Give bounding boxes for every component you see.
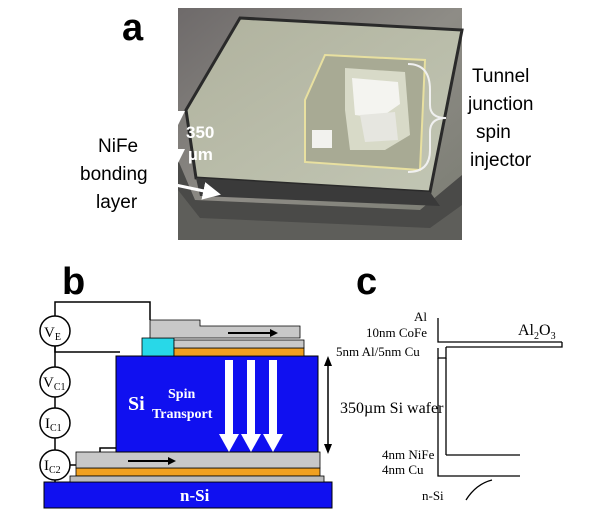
si-label: Si: [128, 393, 145, 415]
small-pad: [312, 130, 332, 148]
wafer-thickness-arrow: [324, 356, 332, 454]
meter-ic2: IC2: [39, 449, 71, 481]
panel-a: a 350 µm NiFe bonding: [80, 7, 534, 240]
chip-photo: [151, 8, 464, 240]
tunnel-label-line3: spin: [476, 122, 511, 143]
svg-text:IC2: IC2: [44, 458, 61, 476]
panel-a-label: a: [122, 7, 144, 49]
layer-al2o3: Al2O3: [518, 322, 556, 342]
top-gray-mid: [173, 339, 305, 349]
panel-c-label: c: [356, 261, 377, 303]
top-gray-electrode: [149, 319, 301, 339]
layer-wafer: 350µm Si wafer: [340, 400, 444, 417]
svg-text:IC1: IC1: [45, 416, 62, 434]
bottom-orange-layer: [75, 467, 321, 477]
panel-c: c Al 10nm CoFe Al2O3 5nm Al/5nm Cu 350µm…: [324, 261, 563, 503]
injector-bracket: [407, 63, 447, 173]
nife-label-line3: layer: [96, 192, 138, 213]
injector-pad: [352, 78, 400, 118]
nife-label-line2: bonding: [80, 164, 148, 185]
spin-label: Spin: [168, 387, 195, 402]
layer-cu: 4nm Cu: [382, 462, 424, 477]
nife-label-line1: NiFe: [98, 136, 138, 157]
meter-vc1: VC1: [39, 366, 71, 398]
tunnel-label-line2: junction: [467, 94, 534, 115]
nsi-label: n-Si: [180, 486, 210, 505]
bottom-arrow-head: [168, 457, 176, 465]
spin-transport-arrows: [219, 360, 283, 452]
top-arrow-head: [270, 329, 278, 337]
tunnel-label-line4: injector: [470, 150, 532, 171]
bottom-gray-base: [69, 475, 325, 483]
nife-pointer: [151, 178, 221, 200]
top-orange-layer: [173, 347, 305, 357]
panel-b: b VE VC1 IC1 IC2: [39, 261, 333, 509]
layer-nife: 4nm NiFe: [382, 447, 435, 462]
meter-ve: VE: [39, 315, 71, 347]
meter-ic1: IC1: [39, 407, 71, 439]
svg-text:VE: VE: [44, 325, 61, 343]
layer-cofe: 10nm CoFe: [366, 325, 427, 340]
bottom-gray-layer: [75, 451, 321, 469]
scale-value: 350: [186, 123, 214, 142]
scale-unit: µm: [188, 145, 213, 164]
layer-al: Al: [414, 309, 427, 324]
transport-label: Transport: [152, 407, 213, 422]
layer-nsi: n-Si: [422, 488, 444, 503]
svg-text:VC1: VC1: [43, 375, 66, 393]
panel-b-label: b: [62, 261, 85, 303]
layer-stack-outline: [437, 318, 563, 501]
layer-alcu: 5nm Al/5nm Cu: [336, 344, 420, 359]
si-wafer-block: [115, 355, 319, 453]
cyan-layer: [141, 337, 175, 357]
tunnel-label-line1: Tunnel: [472, 66, 529, 87]
